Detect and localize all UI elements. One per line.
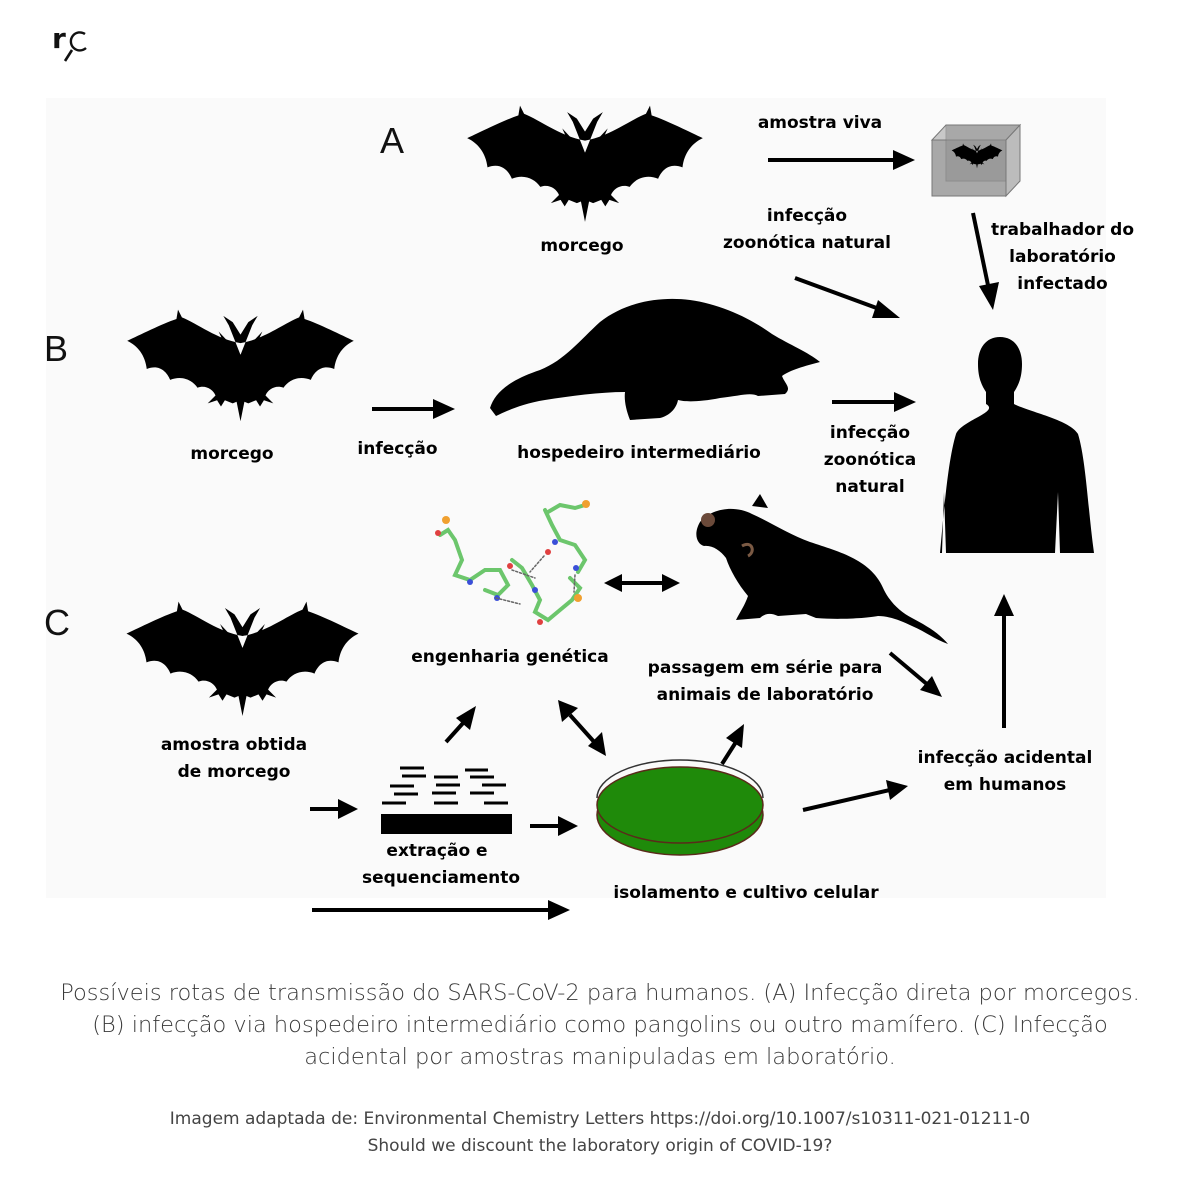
arrow-live-sample: [768, 150, 915, 170]
label-natural-a: infecção zoonótica natural: [712, 203, 902, 257]
label-cell-culture: isolamento e cultivo celular: [613, 883, 879, 903]
label-bat-sample-line1: amostra obtida: [160, 735, 308, 755]
caption-line3: acidental por amostras manipuladas em la…: [304, 1044, 896, 1070]
label-bat-sample-line2: de morcego: [177, 762, 291, 782]
arrow-natural-b: [832, 392, 916, 412]
label-natural-b-line2: zoonótica: [823, 450, 917, 470]
credit-line2: Should we discount the laboratory origin…: [367, 1136, 833, 1156]
svg-text:r: r: [52, 26, 66, 55]
arrow-rat-accidental: [888, 651, 942, 697]
label-accidental-infection: infecção acidental em humanos: [910, 745, 1100, 799]
dna-molecule-icon: [435, 500, 590, 625]
bat-silhouette-a: [467, 105, 703, 222]
credit-line1: Imagem adaptada de: Environmental Chemis…: [169, 1109, 1031, 1129]
label-natural-a-line2: zoonótica natural: [723, 233, 891, 253]
label-lab-worker-line1: trabalhador do: [990, 220, 1135, 240]
label-lab-worker: trabalhador do laboratório infectado: [985, 217, 1140, 298]
label-extraction-line1: extração e: [386, 841, 488, 861]
panel-letter-a: A: [380, 120, 405, 161]
label-natural-b-line1: infecção: [829, 423, 911, 443]
label-serial-passage-line2: animais de laboratório: [656, 685, 874, 705]
label-intermediate-host: hospedeiro intermediário: [517, 443, 761, 463]
label-infection-b: infecção: [357, 439, 438, 459]
panel-letter-b: B: [44, 328, 69, 369]
bat-silhouette-b: [127, 309, 354, 422]
bat-cage-icon: [930, 123, 1022, 198]
arrow-to-genetic: [444, 706, 476, 744]
arrow-infection-b: [372, 399, 455, 419]
arrow-natural-a: [794, 276, 900, 318]
label-natural-a-line1: infecção: [766, 206, 848, 226]
label-accidental-line1: infecção acidental: [917, 748, 1093, 768]
figure-background: [46, 98, 1106, 898]
label-extraction-line2: sequenciamento: [362, 868, 521, 888]
arrows: [310, 150, 1014, 920]
label-extraction: extração e sequenciamento: [362, 838, 521, 892]
label-lab-worker-line3: infectado: [1017, 274, 1108, 294]
rat-silhouette: [696, 494, 948, 644]
arrow-genetic-petri: [558, 700, 606, 756]
arrow-lab-worker: [971, 212, 999, 310]
arrow-dna-rat: [604, 574, 680, 592]
label-natural-b-line3: natural: [835, 477, 905, 497]
caption-line2: (B) infecção via hospedeiro intermediári…: [92, 1012, 1108, 1038]
image-credit: Imagem adaptada de: Environmental Chemis…: [0, 1106, 1200, 1160]
label-live-sample: amostra viva: [757, 113, 883, 133]
label-bat-b: morcego: [190, 444, 274, 464]
arrow-petri-accidental: [802, 780, 908, 812]
label-genetic-engineering: engenharia genética: [411, 647, 609, 667]
label-accidental-line2: em humanos: [943, 775, 1067, 795]
transmission-diagram: [126, 105, 1094, 920]
sequencing-icon: [381, 766, 512, 834]
label-lab-worker-line2: laboratório: [1009, 247, 1116, 267]
label-serial-passage-line1: passagem em série para: [647, 658, 883, 678]
arrow-accidental-human: [994, 594, 1014, 728]
pangolin-silhouette: [490, 298, 820, 420]
magnifier-c-icon: r: [52, 22, 87, 62]
arrow-to-petri: [530, 816, 578, 836]
arrow-to-sequencing: [310, 799, 358, 819]
figure-caption: Possíveis rotas de transmissão do SARS-C…: [0, 977, 1200, 1073]
label-serial-passage: passagem em série para animais de labora…: [640, 655, 890, 709]
arrow-bottom-long: [312, 900, 570, 920]
petri-dish-icon: [596, 759, 764, 856]
label-bat-sample: amostra obtida de morcego: [150, 732, 318, 786]
label-natural-b: infecção zoonótica natural: [810, 420, 930, 501]
caption-line1: Possíveis rotas de transmissão do SARS-C…: [60, 980, 1140, 1006]
human-silhouette: [940, 337, 1094, 553]
bat-silhouette-c: [126, 601, 359, 716]
panel-letter-c: C: [44, 602, 70, 643]
label-bat-a: morcego: [540, 236, 624, 256]
arrow-to-rat: [720, 724, 744, 766]
rc-logo: r: [52, 22, 96, 66]
